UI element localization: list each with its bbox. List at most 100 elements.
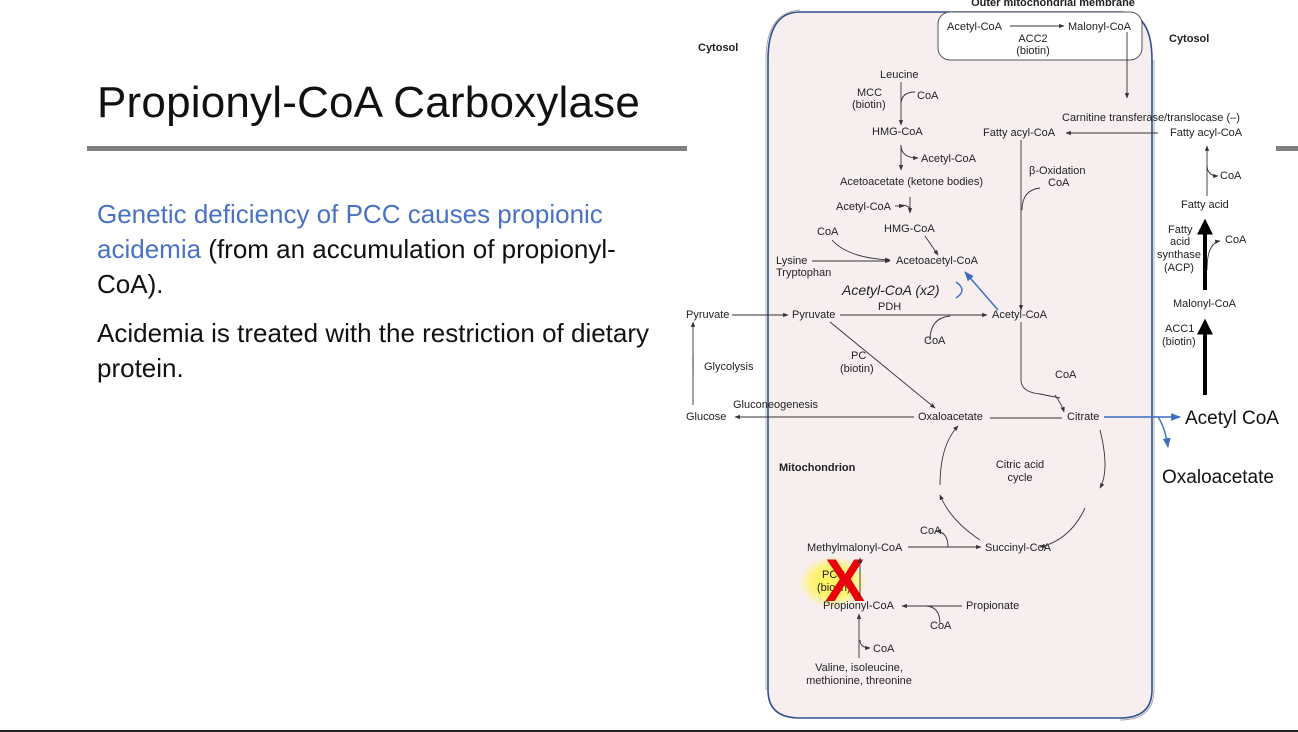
citric-acid-cycle-line2: cycle bbox=[1007, 472, 1032, 484]
pcc-enzyme: PCC bbox=[822, 569, 845, 581]
acetyl-coa-1: Acetyl-CoA bbox=[921, 153, 977, 165]
hmg-coa-1: HMG-CoA bbox=[872, 126, 923, 138]
title-rule-right bbox=[1276, 146, 1298, 151]
glucose: Glucose bbox=[686, 411, 726, 423]
pathway-arrow bbox=[1206, 164, 1219, 179]
gluconeogenesis: Gluconeogenesis bbox=[733, 399, 819, 411]
fatty-acyl-coa-cyto: Fatty acyl-CoA bbox=[1170, 127, 1243, 139]
coa-citrate: CoA bbox=[1055, 369, 1077, 381]
tryptophan: Tryptophan bbox=[776, 267, 831, 279]
acetyl-coa-2: Acetyl-CoA bbox=[836, 201, 892, 213]
annot-arrow-oxaloacetate bbox=[1157, 416, 1171, 448]
pcc-highlight bbox=[799, 556, 867, 608]
pathway-arrow bbox=[1039, 507, 1086, 548]
pathway-arrow bbox=[924, 235, 939, 256]
fas-line1: Fatty bbox=[1168, 224, 1193, 236]
outer-membrane-line bbox=[765, 9, 801, 690]
cytosol-left-label: Cytosol bbox=[698, 42, 738, 54]
fas-line3: synthase bbox=[1157, 249, 1201, 261]
pcc-biotin: (biotin) bbox=[817, 582, 851, 594]
pathway-arrow bbox=[829, 321, 936, 409]
title-rule bbox=[87, 146, 687, 151]
acetyl-coa-main: Acetyl-CoA bbox=[992, 309, 1048, 321]
coa-left: CoA bbox=[817, 226, 839, 238]
pathway-arrow bbox=[1054, 394, 1065, 413]
pathway-arrow bbox=[1099, 429, 1106, 489]
glycolysis: Glycolysis bbox=[704, 361, 754, 373]
pathway-arrow bbox=[924, 605, 941, 625]
bullet-deficiency-highlight: Genetic deficiency of PCC causes propion… bbox=[97, 199, 603, 264]
pc-biotin: (biotin) bbox=[840, 363, 874, 375]
bullet-treatment: Acidemia is treated with the restriction… bbox=[97, 318, 650, 383]
cytosol-right-label: Cytosol bbox=[1169, 33, 1209, 45]
valine-line1: Valine, isoleucine, bbox=[815, 662, 903, 674]
pdh-coa: CoA bbox=[924, 335, 946, 347]
coa-propionate: CoA bbox=[930, 620, 952, 632]
acc1-enzyme: ACC1 bbox=[1165, 323, 1194, 335]
pc-enzyme: PC bbox=[851, 350, 866, 362]
mcc-biotin: (biotin) bbox=[852, 99, 886, 111]
fas-line2: acid bbox=[1170, 236, 1190, 248]
mcc-enzyme: MCC bbox=[857, 87, 882, 99]
pathway-arrow bbox=[939, 494, 981, 541]
mcc-coa: CoA bbox=[917, 90, 939, 102]
annotation-oxaloacetate: Oxaloacetate bbox=[1162, 467, 1274, 488]
pathway-arrow bbox=[939, 425, 959, 486]
outer-membrane-line-right bbox=[1119, 60, 1155, 721]
pdh-enzyme: PDH bbox=[878, 301, 901, 313]
hmg-coa-2: HMG-CoA bbox=[884, 223, 935, 235]
acetoacetate: Acetoacetate (ketone bodies) bbox=[840, 176, 983, 188]
lysine: Lysine bbox=[776, 255, 807, 267]
fas-line4: (ACP) bbox=[1164, 262, 1194, 274]
succinyl-coa: Succinyl-CoA bbox=[985, 542, 1052, 554]
annot-arrow-acetyl-x2 bbox=[964, 271, 999, 311]
fatty-acid: Fatty acid bbox=[1181, 199, 1229, 211]
acetoacetyl-coa: Acetoacetyl-CoA bbox=[896, 255, 979, 267]
pathway-arrow bbox=[900, 91, 916, 104]
fas-coa: CoA bbox=[1225, 234, 1247, 246]
oxaloacetate: Oxaloacetate bbox=[918, 411, 983, 423]
coa-succinyl: CoA bbox=[920, 525, 942, 537]
annotation-acetyl-coa-x2: Acetyl-CoA (x2) bbox=[841, 282, 940, 298]
coa-valine: CoA bbox=[873, 643, 895, 655]
citric-acid-cycle-line1: Citric acid bbox=[996, 459, 1044, 471]
membrane-label: Outer mitochondrial membrane bbox=[971, 0, 1135, 9]
acc2-biotin: (biotin) bbox=[1016, 45, 1050, 57]
methylmalonyl-coa: Methylmalonyl-CoA bbox=[807, 542, 903, 554]
pathway-arrow bbox=[1206, 239, 1221, 271]
slide-title: Propionyl-CoA Carboxylase bbox=[97, 78, 641, 127]
pathway-arrow bbox=[1020, 322, 1061, 399]
bullet-deficiency: Genetic deficiency of PCC causes propion… bbox=[97, 197, 657, 302]
beta-oxidation-coa: CoA bbox=[1048, 177, 1070, 189]
annotation-acetyl-coa: Acetyl CoA bbox=[1185, 408, 1279, 429]
leucine: Leucine bbox=[880, 69, 919, 81]
pyruvate-cyto: Pyruvate bbox=[686, 309, 729, 321]
pyruvate-mito: Pyruvate bbox=[792, 309, 835, 321]
mitochondrion-membrane bbox=[767, 11, 1153, 719]
bottom-rule bbox=[0, 730, 1298, 732]
malonyl-coa-cyto: Malonyl-CoA bbox=[1173, 298, 1237, 310]
fatty-acid-coa: CoA bbox=[1220, 170, 1242, 182]
pathway-arrow bbox=[831, 239, 891, 262]
pathway-arrow bbox=[1021, 187, 1041, 211]
acc2-acetyl-coa: Acetyl-CoA bbox=[947, 21, 1003, 33]
propionyl-coa: Propionyl-CoA bbox=[823, 600, 895, 612]
pathway-arrow bbox=[859, 639, 871, 651]
propionate: Propionate bbox=[966, 600, 1019, 612]
pathway-arrow bbox=[929, 315, 951, 341]
pcc-deficiency-x: X bbox=[825, 547, 865, 614]
bullet-deficiency-rest: (from an accumulation of propionyl-CoA). bbox=[97, 234, 616, 299]
annot-bracket-acetyl-x2 bbox=[955, 281, 963, 299]
carnitine-shuttle: Carnitine transferase/translocase (–) bbox=[1062, 112, 1240, 124]
acc2-malonyl-coa: Malonyl-CoA bbox=[1068, 21, 1132, 33]
acc1-biotin: (biotin) bbox=[1162, 336, 1196, 348]
pathway-arrow bbox=[935, 529, 949, 548]
beta-oxidation: β-Oxidation bbox=[1029, 165, 1085, 177]
valine-line2: methionine, threonine bbox=[806, 675, 912, 687]
mitochondrion-label: Mitochondrion bbox=[779, 462, 856, 474]
acc2-enzyme: ACC2 bbox=[1018, 33, 1047, 45]
citrate: Citrate bbox=[1067, 411, 1099, 423]
acc2-box bbox=[937, 11, 1143, 61]
fatty-acyl-coa-mito: Fatty acyl-CoA bbox=[983, 127, 1056, 139]
